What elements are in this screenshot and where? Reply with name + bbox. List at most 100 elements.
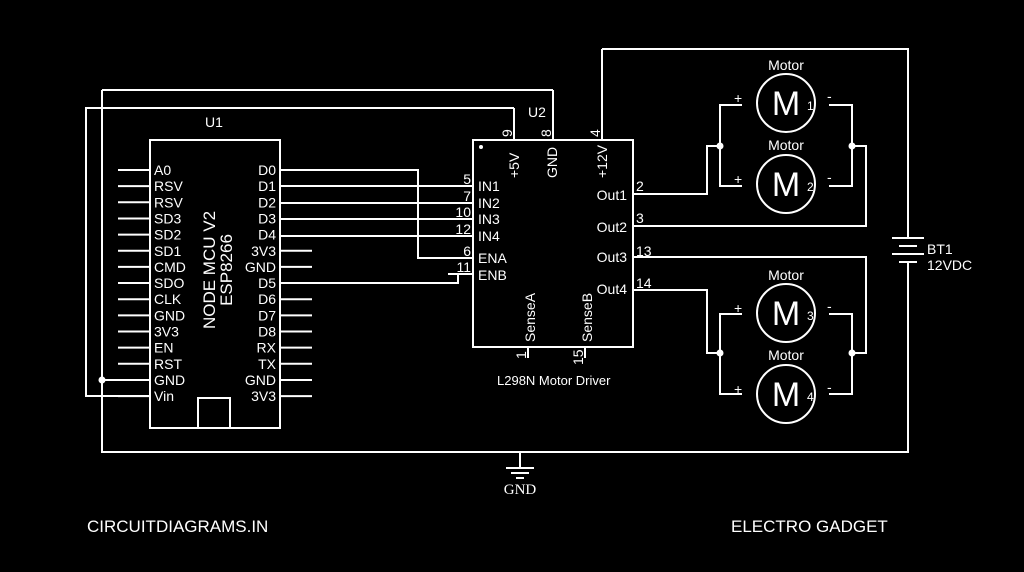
motor-number: 2: [807, 180, 814, 194]
mcu-pin-label: CLK: [154, 291, 182, 307]
ground-label: GND: [504, 482, 537, 498]
mcu-pin-label: 3V3: [154, 324, 179, 340]
driver-pin-senseb: SenseB: [579, 293, 595, 342]
mcu-pin-label: D2: [258, 194, 276, 210]
driver-pin-num: 2: [636, 178, 644, 194]
mcu-pin-label: RST: [154, 356, 182, 372]
driver-pin-in3: IN3: [478, 211, 500, 227]
battery-value: 12VDC: [927, 257, 972, 273]
driver-pin-out2: Out2: [597, 219, 628, 235]
driver-pin-num: 12: [455, 221, 471, 237]
junction-dot: [848, 349, 856, 357]
mcu-pin-label: SD2: [154, 227, 181, 243]
mcu-pin-label: D5: [258, 275, 276, 291]
l298n-driver: U2 L298N Motor Driver IN1 IN2 IN3 IN4 EN…: [448, 49, 652, 388]
junction-dot: [716, 349, 724, 357]
motor-number: 4: [807, 390, 814, 404]
power-wires: GND: [85, 48, 909, 498]
driver-pin-num: 15: [570, 349, 586, 365]
driver-pin-num: 11: [456, 259, 471, 275]
mcu-pin-label: SD3: [154, 210, 181, 226]
motor-plus: +: [734, 171, 742, 187]
mcu-pin-label: RSV: [154, 194, 183, 210]
junction-dot: [848, 142, 856, 150]
driver-pin-out1: Out1: [597, 187, 628, 203]
footer-left-credit: CIRCUITDIAGRAMS.IN: [87, 517, 268, 536]
mcu-pin-label: D1: [258, 178, 276, 194]
mcu-pin-label: D7: [258, 307, 276, 323]
mcu-pin-label: GND: [154, 372, 185, 388]
mcu-left-pins: A0RSVRSVSD3SD2SD1CMDSDOCLKGND3V3ENRSTGND…: [118, 162, 186, 404]
motor-title: Motor: [768, 347, 804, 363]
driver-name: L298N Motor Driver: [497, 373, 611, 388]
signal-wires: [280, 169, 473, 284]
driver-pin-in1: IN1: [478, 178, 500, 194]
driver-pin1-dot: [479, 145, 483, 149]
mcu-name-line2: ESP8266: [217, 234, 236, 306]
motor-plus: +: [734, 90, 742, 106]
driver-pin-num: 7: [463, 188, 471, 204]
wire-out4: [633, 289, 720, 354]
wire-out2: [633, 145, 867, 227]
junction-dot: [716, 142, 724, 150]
wire-d5-enb: [280, 273, 473, 284]
motor-symbol: M: [772, 166, 800, 204]
driver-pin-enb: ENB: [478, 267, 507, 283]
mcu-pin-label: EN: [154, 340, 173, 356]
battery-ref: BT1: [927, 241, 953, 257]
wire-out3: [633, 256, 867, 354]
driver-pin-gnd: GND: [544, 147, 560, 178]
driver-pin-num: 9: [499, 129, 515, 137]
driver-pin-num: 8: [538, 129, 554, 137]
mcu-pin-label: GND: [245, 372, 276, 388]
mcu-pin-label: 3V3: [251, 243, 276, 259]
mcu-ref: U1: [205, 114, 223, 130]
motor-minus: -: [827, 88, 832, 104]
motor-circle: [756, 283, 816, 343]
wire-12v-battery: [602, 48, 909, 238]
mcu-pin-label: SDO: [154, 275, 184, 291]
mcu-usb-port: [197, 397, 231, 429]
driver-pin-ena: ENA: [478, 250, 507, 266]
motor-minus: -: [827, 379, 832, 395]
mcu-pin-label: RX: [257, 340, 277, 356]
wire-ground-bus: [101, 90, 909, 453]
mcu-pin-label: RSV: [154, 178, 183, 194]
wire-d0-ena: [280, 169, 448, 259]
motor-plus: +: [734, 300, 742, 316]
motor-symbol: M: [772, 376, 800, 414]
mcu-pin-label: GND: [154, 307, 185, 323]
motor-circle: [756, 154, 816, 214]
motor-circle: [756, 73, 816, 133]
mcu-pin-label: 3V3: [251, 388, 276, 404]
motor-minus: -: [827, 298, 832, 314]
driver-pin-num: 14: [636, 275, 652, 291]
motor-circle: [756, 364, 816, 424]
mcu-pin-label: D6: [258, 291, 276, 307]
driver-pin-out3: Out3: [597, 249, 628, 265]
battery-bt1: BT1 12VDC: [892, 237, 972, 273]
mcu-pin-label: GND: [245, 259, 276, 275]
driver-pin-num: 10: [455, 204, 471, 220]
driver-pin-sensea: SenseA: [522, 292, 538, 342]
mcu-pin-label: D0: [258, 162, 276, 178]
nodemcu-module: U1 NODE MCU V2 ESP8266 A0RSVRSVSD3SD2SD1…: [118, 114, 312, 429]
mcu-name-line1: NODE MCU V2: [200, 211, 219, 329]
motor-3: Motor M 3 + -: [734, 267, 832, 343]
junction-dot: [98, 376, 106, 384]
motor-wires: [633, 104, 867, 395]
mcu-pin-label: D4: [258, 227, 276, 243]
motor-plus: +: [734, 381, 742, 397]
driver-pin-num: 13: [636, 243, 652, 259]
driver-pin-num: 1: [513, 351, 529, 359]
mcu-pin-label: SD1: [154, 243, 181, 259]
motor-title: Motor: [768, 267, 804, 283]
driver-pin-in4: IN4: [478, 228, 500, 244]
wire-out1: [633, 145, 720, 195]
driver-pin-num: 5: [463, 171, 471, 187]
driver-pin-in2: IN2: [478, 195, 500, 211]
motor-minus: -: [827, 169, 832, 185]
mcu-pin-label: CMD: [154, 259, 186, 275]
